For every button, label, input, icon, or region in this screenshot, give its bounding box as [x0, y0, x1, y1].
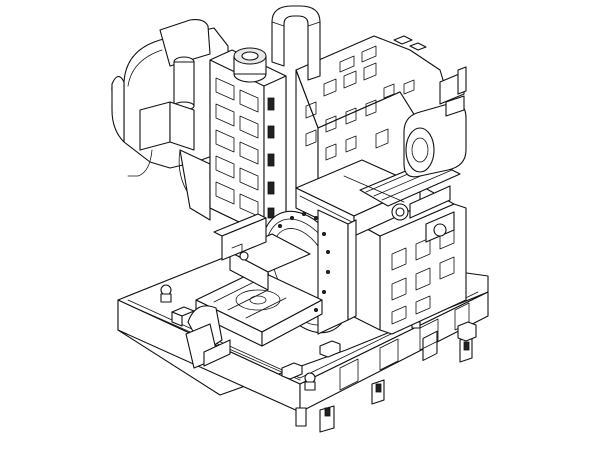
tool-arm: [213, 213, 267, 261]
leveling-feet: [295, 335, 473, 433]
x-axis-motor: [403, 66, 467, 178]
trunnion-rotary-table: [185, 209, 357, 369]
vertical-ram-column: [209, 47, 287, 235]
cross-slide-saddle: [295, 159, 461, 243]
cable-carrier-loop: [271, 5, 321, 81]
spindle-motor-housing: [111, 19, 229, 221]
